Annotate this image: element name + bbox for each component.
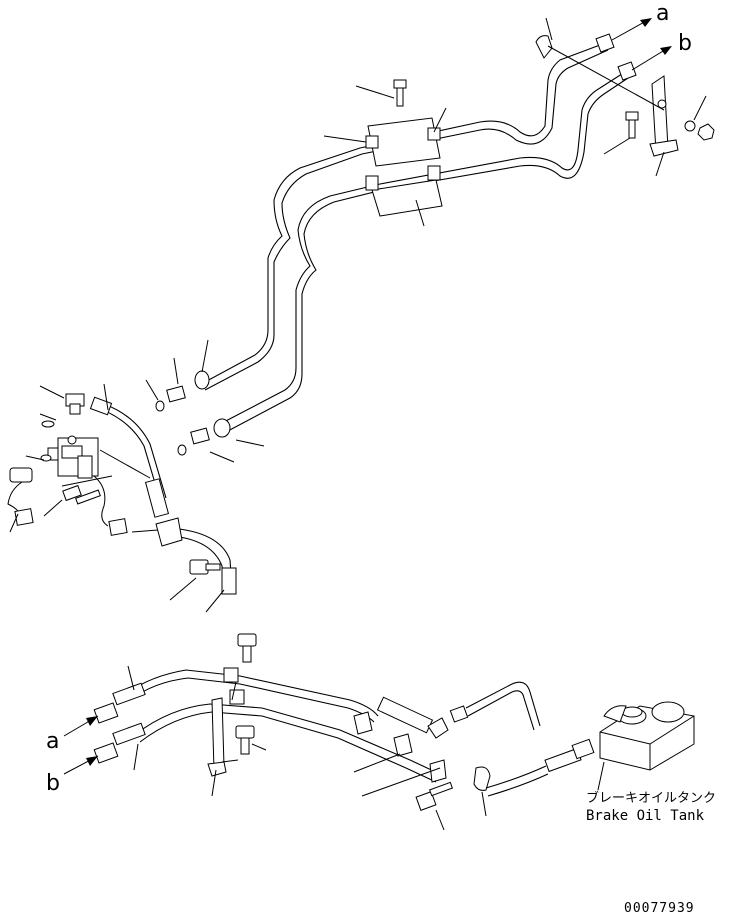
tank-label-jp: ブレーキオイルタンク bbox=[586, 790, 716, 806]
bracket-center-icon bbox=[207, 667, 245, 777]
arrow-to-a-top bbox=[611, 19, 649, 41]
clamp-right-icon bbox=[473, 766, 491, 791]
brake-pipe-a-upper bbox=[204, 41, 609, 383]
nut-icon bbox=[697, 123, 715, 141]
clamp-2 bbox=[427, 127, 441, 141]
arrow-to-b-top bbox=[631, 47, 669, 71]
clamp-4 bbox=[427, 165, 441, 181]
bolt-center-lower-icon bbox=[235, 725, 255, 755]
callout-b-top: b bbox=[678, 31, 692, 56]
support-bracket bbox=[651, 75, 669, 153]
clamp-3 bbox=[365, 175, 379, 191]
clamp-1 bbox=[365, 135, 379, 149]
callout-a-bottom: a bbox=[46, 729, 59, 754]
bolt-top-center-icon bbox=[393, 79, 407, 107]
brake-pipe-a-lower bbox=[125, 669, 379, 717]
callout-b-bottom: b bbox=[46, 771, 60, 796]
drawing-number: 00077939 bbox=[624, 901, 695, 916]
o-ring-icon bbox=[41, 420, 55, 428]
bolt-bracket-icon bbox=[625, 111, 639, 139]
adapter-upper-icon bbox=[155, 370, 210, 412]
callout-a-top: a bbox=[656, 1, 669, 26]
washer-icon bbox=[684, 120, 696, 132]
fitting-b-lower-icon bbox=[93, 722, 146, 764]
fitting-a-lower-icon bbox=[93, 682, 146, 724]
switch-valve-cluster bbox=[7, 339, 265, 613]
lower-pipe-assembly: a b bbox=[46, 633, 716, 831]
clamp-plate-lower bbox=[371, 179, 443, 217]
clamp-plate-upper bbox=[367, 117, 441, 167]
bolt-lower-right-icon bbox=[415, 781, 454, 811]
pressure-switch-left-icon bbox=[7, 467, 34, 526]
brake-oil-tank-icon bbox=[599, 701, 695, 771]
brake-pipe-b-upper bbox=[219, 71, 626, 425]
brake-pipe-b-lower bbox=[135, 703, 441, 775]
upper-pipe-assembly: a b bbox=[204, 1, 715, 433]
bolt-center-top-icon bbox=[237, 633, 257, 663]
tank-label-en: Brake Oil Tank bbox=[586, 808, 705, 824]
bolt-lower-left-icon bbox=[189, 559, 221, 575]
elbow-fitting-icon bbox=[65, 393, 85, 415]
pressure-switch-right-icon bbox=[93, 475, 128, 536]
top-right-fittings bbox=[535, 33, 715, 157]
bolt-valve-icon bbox=[62, 484, 101, 505]
adapter-lower-icon bbox=[177, 418, 231, 456]
